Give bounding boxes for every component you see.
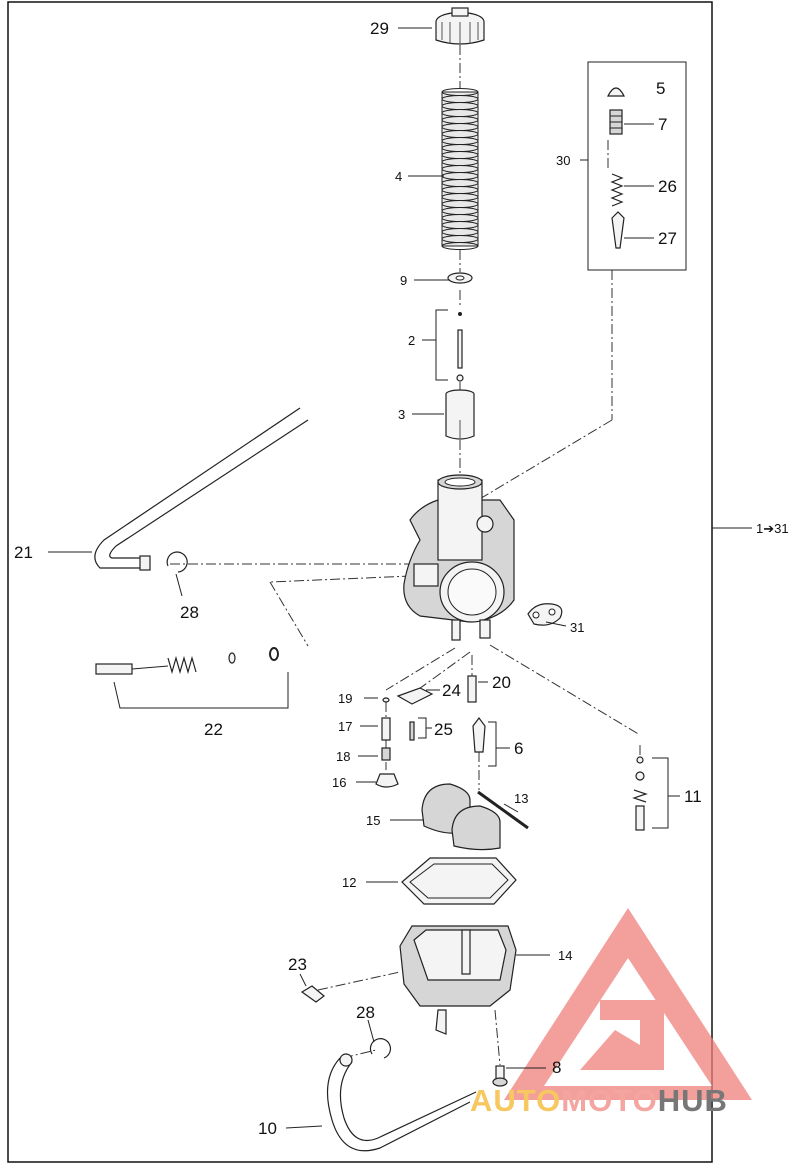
- part-21-hose: [94, 407, 309, 571]
- label-7: 7: [658, 115, 667, 134]
- part-3-slide: [445, 389, 475, 440]
- part-29-cap: [435, 7, 485, 45]
- part-31-gasket: [527, 603, 563, 626]
- label-31: 31: [570, 620, 584, 635]
- label-13: 13: [514, 791, 528, 806]
- part-24-plate: [396, 687, 434, 705]
- part-2-needle: [456, 312, 464, 382]
- label-15: 15: [366, 813, 380, 828]
- label-22: 22: [204, 720, 223, 739]
- part-25-screw: [409, 721, 415, 741]
- part-11-pilot-screw: [632, 756, 648, 831]
- part-4-spring: [441, 88, 479, 250]
- label-17: 17: [338, 719, 352, 734]
- label-4: 4: [395, 169, 402, 184]
- part-19-oring: [382, 697, 390, 703]
- label-9: 9: [400, 273, 407, 288]
- label-11: 11: [684, 787, 702, 806]
- callout-labels: 29 4 9 2 3 5 7 30 26 27 21 28 31 24 20 1…: [14, 19, 702, 1138]
- part-range-label: 1➔31: [756, 521, 789, 536]
- label-3: 3: [398, 407, 405, 422]
- part-22-idle-screw: [95, 647, 279, 675]
- label-23: 23: [288, 955, 307, 974]
- part-14-float-bowl: [399, 925, 517, 1035]
- part-13-pin: [477, 790, 529, 830]
- part-17-needle-jet: [381, 717, 391, 741]
- part-9-washer: [447, 272, 473, 284]
- label-19: 19: [338, 691, 352, 706]
- label-30: 30: [556, 153, 570, 168]
- part-28-clip-lower: [369, 1038, 392, 1059]
- label-2: 2: [408, 333, 415, 348]
- svg-text:AUTOMOTOHUB: AUTOMOTOHUB: [470, 1083, 728, 1118]
- label-18: 18: [336, 749, 350, 764]
- label-16: 16: [332, 775, 346, 790]
- watermark-logo: [504, 908, 752, 1100]
- leader-lines: [48, 27, 680, 1129]
- part-30-kit-box: [587, 61, 687, 271]
- carburetor-body: [403, 474, 515, 641]
- part-6-float-valve: [472, 717, 486, 753]
- part-18-main-jet: [381, 747, 391, 761]
- label-21: 21: [14, 543, 33, 562]
- part-28-clip-upper: [166, 551, 188, 573]
- center-axis: [170, 45, 641, 1066]
- label-14: 14: [558, 948, 572, 963]
- label-5: 5: [656, 79, 665, 98]
- label-6: 6: [514, 739, 523, 758]
- watermark-hub: HUB: [658, 1083, 728, 1118]
- diagram-frame: [7, 1, 752, 1163]
- part-23-drain-screw: [300, 985, 325, 1003]
- part-15-float: [421, 783, 501, 851]
- label-28-upper: 28: [180, 603, 199, 622]
- label-20: 20: [492, 673, 511, 692]
- watermark-auto: AUTO: [470, 1083, 561, 1118]
- part-20-pilot-jet: [467, 675, 477, 703]
- part-12-bowl-gasket: [401, 857, 517, 905]
- label-29: 29: [370, 19, 389, 38]
- label-26: 26: [658, 177, 677, 196]
- part-10-drain-hose: [326, 1053, 477, 1152]
- label-27: 27: [658, 229, 677, 248]
- label-10: 10: [258, 1119, 277, 1138]
- watermark-moto: MOTO: [561, 1083, 657, 1118]
- label-28-lower: 28: [356, 1003, 375, 1022]
- part-8-bolt: [492, 1065, 508, 1087]
- watermark-wordmark: AUTOMOTOHUB: [470, 1083, 728, 1118]
- label-24: 24: [442, 681, 461, 700]
- part-16-holder: [375, 773, 399, 788]
- label-8: 8: [552, 1058, 561, 1077]
- label-12: 12: [342, 875, 356, 890]
- label-25: 25: [434, 720, 453, 739]
